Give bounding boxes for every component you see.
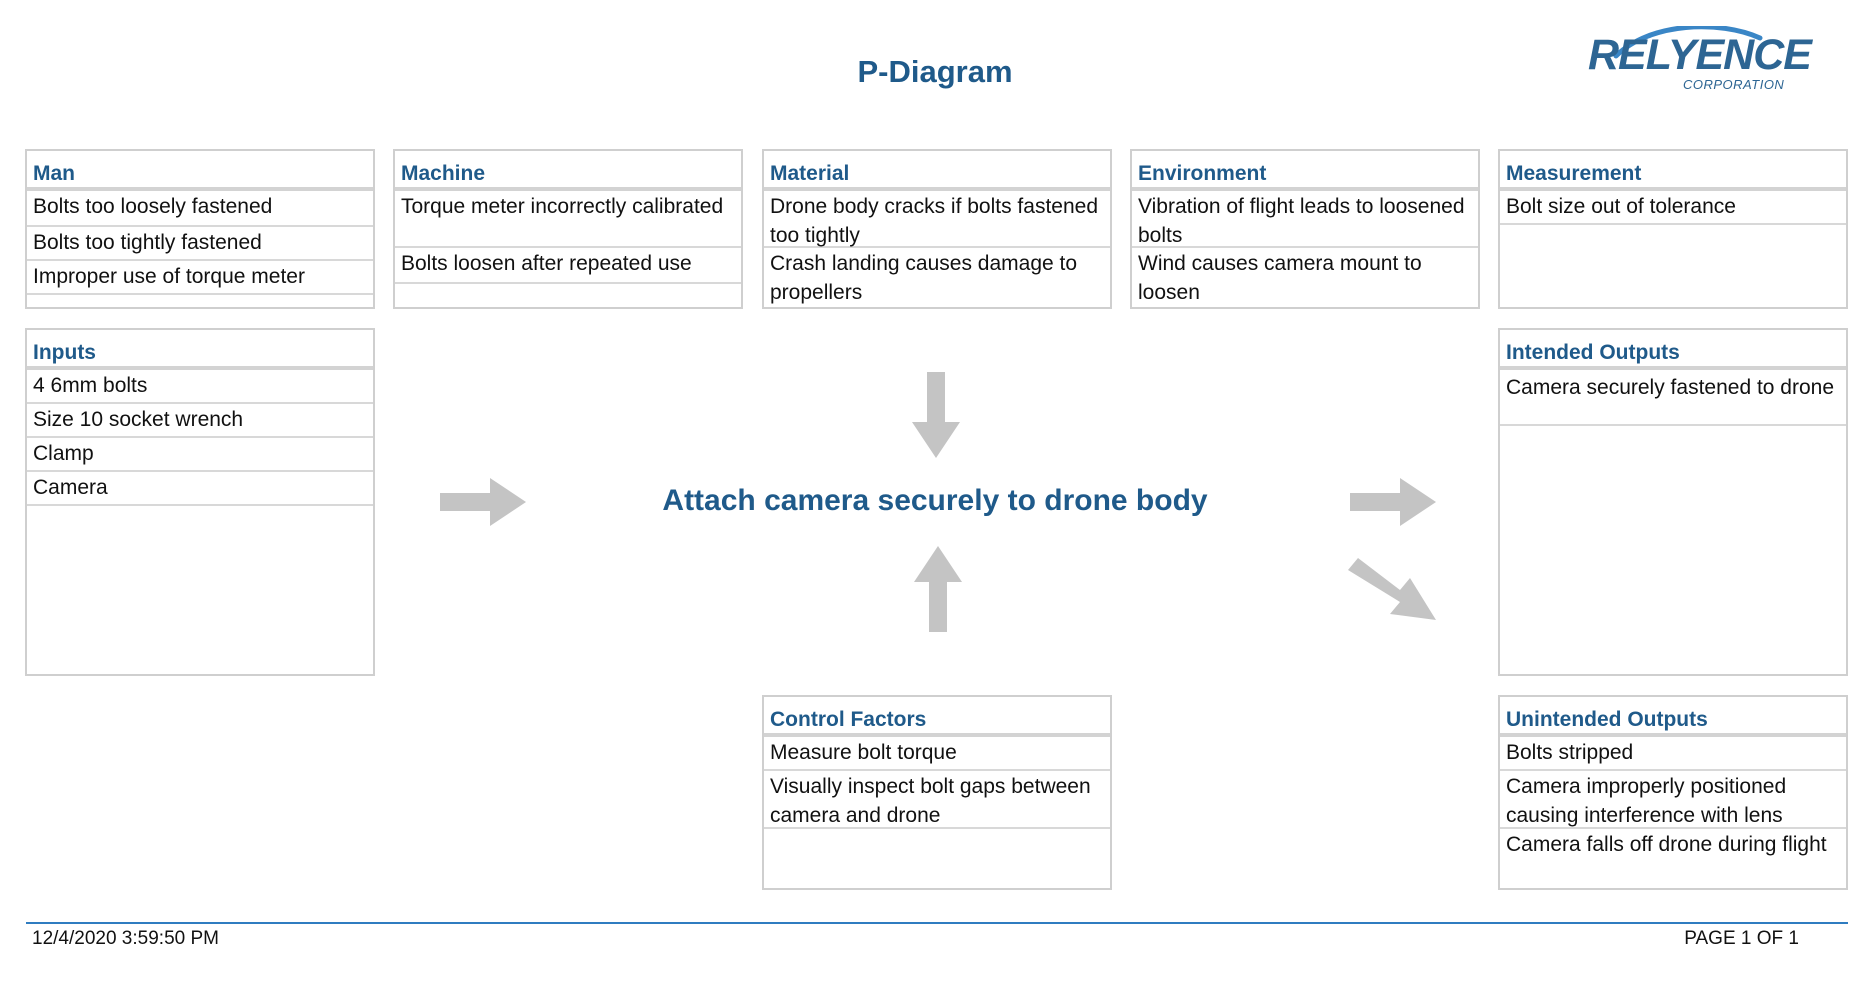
footer-divider — [26, 922, 1848, 924]
measurement-title: Measurement — [1500, 151, 1846, 191]
material-item: Crash landing causes damage to propeller… — [770, 252, 1078, 304]
man-box: Man Bolts too loosely fastened Bolts too… — [25, 149, 375, 309]
logo-subtitle: CORPORATION — [1683, 77, 1785, 92]
control-factors-item: Measure bolt torque — [764, 737, 1110, 771]
unintended-outputs-box: Unintended Outputs Bolts stripped Camera… — [1498, 695, 1848, 890]
footer-timestamp: 12/4/2020 3:59:50 PM — [32, 928, 219, 949]
machine-box: Machine Torque meter incorrectly calibra… — [393, 149, 743, 309]
man-item: Bolts too loosely fastened — [27, 191, 373, 227]
machine-item: Torque meter incorrectly calibrated — [395, 191, 741, 248]
control-factors-item: Visually inspect bolt gaps between camer… — [764, 771, 1110, 829]
inputs-item: Size 10 socket wrench — [27, 404, 373, 438]
environment-title: Environment — [1132, 151, 1478, 191]
measurement-item: Bolt size out of tolerance — [1500, 191, 1846, 225]
material-title: Material — [764, 151, 1110, 191]
man-item: Bolts too tightly fastened — [27, 227, 373, 261]
intended-output-arrow-icon — [1350, 478, 1436, 526]
unintended-outputs-item: Camera improperly positioned causing int… — [1500, 771, 1846, 829]
inputs-title: Inputs — [27, 330, 373, 370]
company-logo: RELYENCE CORPORATION — [1588, 26, 1818, 100]
man-title: Man — [27, 151, 373, 191]
inputs-item: 4 6mm bolts — [27, 370, 373, 404]
machine-title: Machine — [395, 151, 741, 191]
input-arrow-icon — [440, 478, 526, 526]
environment-box: Environment Vibration of flight leads to… — [1130, 149, 1480, 309]
inputs-box: Inputs 4 6mm bolts Size 10 socket wrench… — [25, 328, 375, 676]
page-title: P-Diagram — [857, 54, 1013, 89]
man-item: Improper use of torque meter — [27, 261, 373, 295]
unintended-outputs-title: Unintended Outputs — [1500, 697, 1846, 737]
unintended-outputs-item: Camera falls off drone during flight — [1506, 833, 1827, 856]
process-label: Attach camera securely to drone body — [662, 484, 1208, 517]
logo-wordmark: RELYENCE — [1588, 31, 1812, 79]
control-factors-title: Control Factors — [764, 697, 1110, 737]
machine-item: Bolts loosen after repeated use — [395, 248, 741, 284]
measurement-box: Measurement Bolt size out of tolerance — [1498, 149, 1848, 309]
noise-arrow-down-icon — [912, 372, 960, 458]
intended-outputs-item: Camera securely fastened to drone — [1500, 370, 1846, 426]
control-factors-box: Control Factors Measure bolt torque Visu… — [762, 695, 1112, 890]
intended-outputs-box: Intended Outputs Camera securely fastene… — [1498, 328, 1848, 676]
inputs-item: Camera — [27, 472, 373, 506]
unintended-output-arrow-icon — [1348, 558, 1436, 620]
inputs-item: Clamp — [27, 438, 373, 472]
environment-item: Vibration of flight leads to loosened bo… — [1132, 191, 1478, 248]
environment-item: Wind causes camera mount to loosen — [1138, 252, 1422, 304]
control-arrow-up-icon — [914, 546, 962, 632]
material-box: Material Drone body cracks if bolts fast… — [762, 149, 1112, 309]
unintended-outputs-item: Bolts stripped — [1500, 737, 1846, 771]
material-item: Drone body cracks if bolts fastened too … — [764, 191, 1110, 248]
footer-page-number: PAGE 1 OF 1 — [1684, 928, 1799, 949]
logo-swoosh-icon — [1613, 26, 1763, 59]
intended-outputs-title: Intended Outputs — [1500, 330, 1846, 370]
